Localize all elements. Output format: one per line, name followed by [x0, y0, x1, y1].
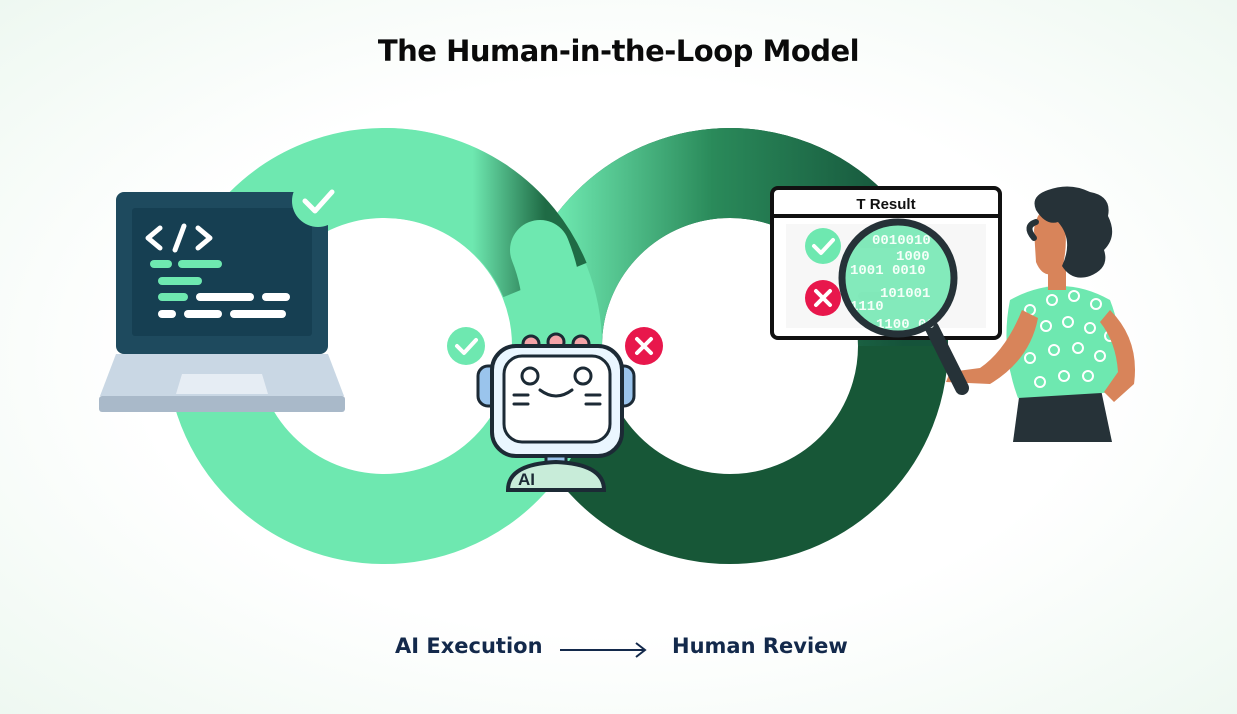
robot-badge: AI	[518, 470, 535, 489]
result-panel-title: T Result	[856, 196, 915, 213]
svg-text:1000: 1000	[896, 249, 930, 265]
flow-to-label: Human Review	[672, 634, 848, 658]
svg-text:101001: 101001	[880, 286, 930, 302]
cross-icon	[805, 280, 841, 316]
check-icon	[292, 175, 344, 227]
svg-text:0010010: 0010010	[872, 233, 931, 249]
binary-text: 0010010 1000 1001 0010 101001 1110 1100 …	[850, 233, 935, 333]
page-title: The Human-in-the-Loop Model	[377, 34, 860, 68]
check-icon	[447, 327, 485, 365]
robot-icon: AI	[476, 332, 636, 492]
person-illustration	[946, 186, 1135, 442]
svg-text:1110: 1110	[850, 299, 884, 315]
arrow-right-icon	[560, 642, 647, 658]
check-icon	[805, 228, 841, 264]
svg-text:1001 0010: 1001 0010	[850, 263, 926, 279]
laptop-code-icon	[99, 192, 345, 412]
magnifier-icon: 0010010 1000 1001 0010 101001 1110 1100 …	[838, 218, 969, 395]
cross-icon	[625, 327, 663, 365]
flow-from-label: AI Execution	[395, 634, 543, 658]
flow-legend: AI Execution Human Review	[0, 634, 1237, 668]
